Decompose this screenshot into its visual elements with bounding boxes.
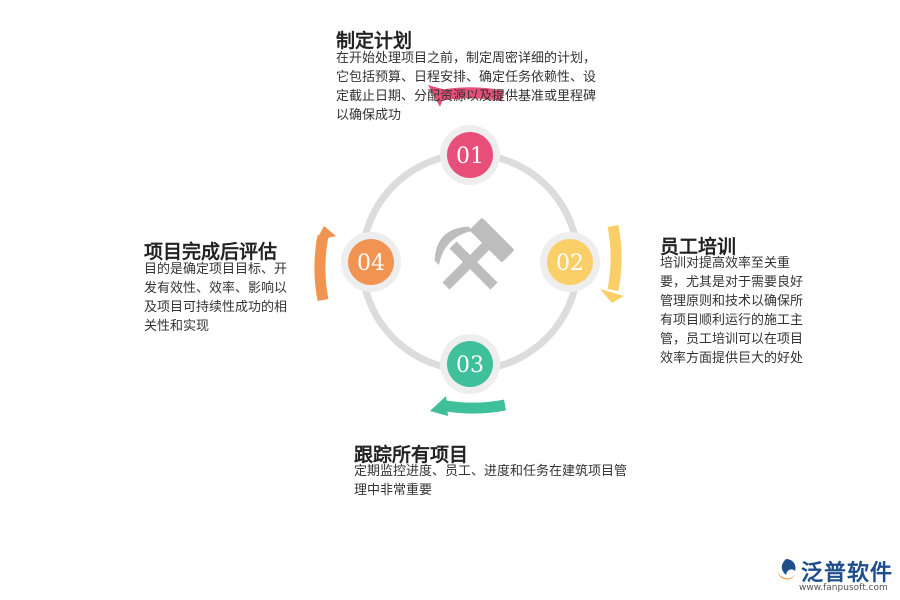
step-title-4: 项目完成后评估 [144,241,278,263]
step-number-2: 02 [556,251,584,276]
logo-url: www.fanpusoft.com [799,583,888,593]
step-description-4: 目的是确定项目目标、开发有效性、效率、影响以及项目可持续性成功的相关性和实现 [144,262,288,334]
arrow-step-3 [430,396,507,416]
step-node-2: 02 [540,232,600,292]
step-number-1: 01 [456,144,484,169]
step-node-4: 04 [341,232,401,292]
step-number-4: 04 [357,251,385,276]
hammer-pick-icon [434,218,514,290]
step-title-2: 员工培训 [660,236,737,258]
step-description-3: 定期监控进度、员工、进度和任务在建筑项目管理中非常重要 [354,464,628,498]
step-title-3: 跟踪所有项目 [354,444,469,466]
step-node-3: 03 [440,334,500,394]
arrow-step-4 [314,226,336,302]
step-number-3: 03 [456,353,484,378]
step-description-1: 在开始处理项目之前，制定周密详细的计划，它包括预算、日程安排、确定任务依赖性、设… [336,51,597,123]
arrow-step-1 [428,85,505,107]
step-title-1: 制定计划 [336,30,413,52]
logo-mark-icon [777,559,796,580]
step-description-2: 培训对提高效率至关重要，尤其是对于需要良好管理原则和技术以确保所有项目顺利运行的… [660,256,804,366]
arrow-step-2 [600,224,624,303]
logo-name: 泛普软件 [801,561,894,586]
brand-logo: 泛普软件 www.fanpusoft.com [773,553,897,597]
step-node-1: 01 [440,125,500,185]
